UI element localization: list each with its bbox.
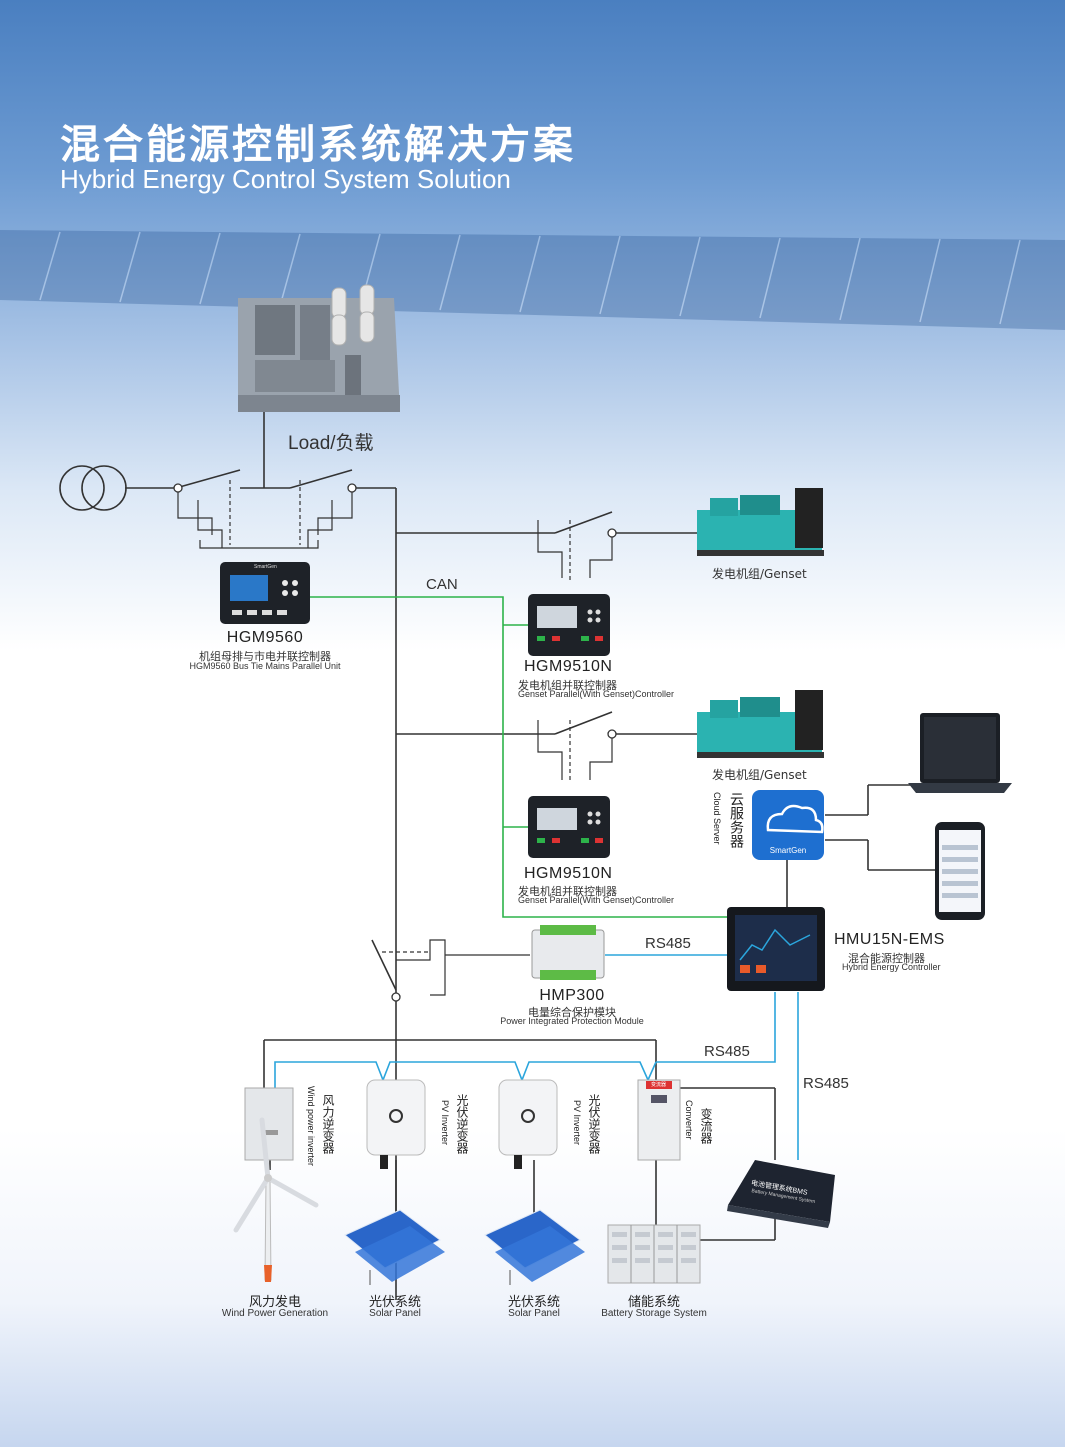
- genset-2: [697, 690, 824, 758]
- hgm9510n-1-name-en: Genset Parallel(With Genset)Controller: [518, 689, 675, 699]
- genset-1-label: 发电机组/Genset: [712, 567, 807, 581]
- cloud-name-en: Cloud Server: [712, 792, 722, 845]
- hmu15n-ems-controller: [727, 907, 825, 991]
- cloud-brand: SmartGen: [769, 846, 807, 855]
- wind-name-cn: 风力发电: [248, 1294, 302, 1309]
- hmu15n-name-en: Hybrid Energy Controller: [842, 962, 941, 972]
- pv-inverter-device-2: [498, 1079, 558, 1169]
- rs485-inverters-label: RS485: [704, 1043, 750, 1060]
- laptop-device: [908, 713, 1012, 793]
- current-sensors: [173, 483, 617, 1002]
- hmp300-name-cn: 电量综合保护模块: [528, 1006, 616, 1019]
- wind-inverter-name-en: Wind power inverter: [306, 1086, 316, 1167]
- hgm9510n-1-name-cn: 发电机组并联控制器: [518, 679, 617, 692]
- converter-name-en: Converter: [684, 1100, 694, 1140]
- pv-inverter-1-name-en: PV Inverter: [440, 1100, 450, 1146]
- load-label: Load/负载: [288, 433, 374, 454]
- transformer-icon: [59, 465, 127, 511]
- converter-name-cn: 变流器: [699, 1108, 713, 1144]
- genset-2-label: 发电机组/Genset: [712, 768, 807, 782]
- page-title-en: Hybrid Energy Control System Solution: [60, 164, 511, 194]
- rs485-bms-label: RS485: [803, 1075, 849, 1092]
- solar-2-name-cn: 光伏系统: [507, 1294, 561, 1309]
- hmu15n-name-cn: 混合能源控制器: [848, 952, 925, 965]
- hgm9560-brand: SmartGen: [254, 564, 277, 570]
- solar-1-name-en: Solar Panel: [369, 1308, 421, 1319]
- hgm9510n-2-model: HGM9510N: [524, 865, 613, 882]
- switch-sense-wiring: [177, 492, 613, 996]
- solar-panel-array-2: [484, 1209, 585, 1285]
- hgm9510n-2-name-cn: 发电机组并联控制器: [518, 885, 617, 898]
- page-title-cn: 混合能源控制系统解决方案: [60, 122, 576, 168]
- genset-1: [697, 488, 824, 556]
- converter-cabinet: [637, 1079, 681, 1161]
- wind-inverter-device: [244, 1087, 294, 1161]
- solar-panel-array-1: [344, 1209, 445, 1285]
- can-lines: [310, 596, 727, 918]
- wind-inverter-name-cn: 风力逆变器: [321, 1094, 335, 1154]
- hgm9560-model: HGM9560: [226, 629, 304, 646]
- phone-device: [935, 822, 985, 920]
- hgm9560-controller: [220, 562, 310, 624]
- pv-inverter-2-name-en: PV Inverter: [572, 1100, 582, 1146]
- hgm9560-name-cn: 机组母排与市电并联控制器: [199, 650, 331, 663]
- load-building: [238, 284, 400, 412]
- can-label: CAN: [426, 576, 458, 593]
- hgm9510n-1-model: HGM9510N: [524, 658, 613, 675]
- solar-farm-background: [0, 230, 1065, 330]
- pv-inverter-1-name-cn: 光伏逆变器: [455, 1094, 469, 1154]
- solar-2-name-en: Solar Panel: [508, 1308, 560, 1319]
- rs485-hmp-label: RS485: [645, 935, 691, 952]
- wind-name-en: Wind Power Generation: [221, 1308, 329, 1319]
- hgm9510n-controller-2: [528, 796, 610, 858]
- hgm9510n-controller-1: [528, 594, 610, 656]
- pv-inverter-device-1: [366, 1079, 426, 1169]
- hmu15n-model: HMU15N-EMS: [834, 931, 945, 948]
- battery-name-cn: 储能系统: [627, 1294, 681, 1309]
- hgm9510n-2-name-en: Genset Parallel(With Genset)Controller: [518, 895, 675, 905]
- bms-unit: [727, 1160, 835, 1228]
- hmp300-model: HMP300: [539, 987, 605, 1004]
- power-lines: [125, 412, 935, 1300]
- hmp300-name-en: Power Integrated Protection Module: [500, 1016, 644, 1026]
- converter-tag: 变流器: [651, 1082, 667, 1088]
- battery-storage-racks: [607, 1224, 701, 1284]
- solar-1-name-cn: 光伏系统: [368, 1294, 422, 1309]
- hgm9560-name-en: HGM9560 Bus Tie Mains Parallel Unit: [189, 661, 341, 671]
- rs485-lines: [274, 954, 799, 1160]
- cloud-server-tile: [752, 790, 824, 860]
- battery-name-en: Battery Storage System: [601, 1308, 707, 1319]
- wind-turbine: [233, 1117, 319, 1282]
- switch-dash-links: [229, 480, 571, 953]
- hmp300-module: [531, 925, 605, 980]
- pv-inverter-2-name-cn: 光伏逆变器: [587, 1094, 601, 1154]
- cloud-name-cn: 云服务器: [728, 792, 744, 848]
